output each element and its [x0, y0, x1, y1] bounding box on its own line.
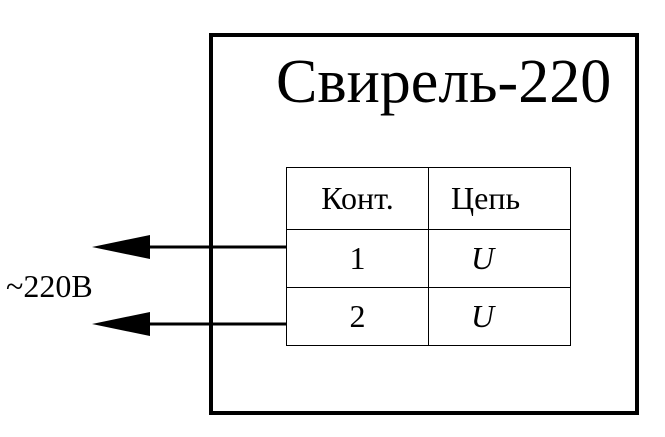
contact-number: 2 — [286, 287, 429, 346]
arrow-left-icon — [92, 312, 150, 336]
arrow-left-icon — [92, 235, 150, 259]
circuit-name: U — [428, 287, 571, 346]
supply-voltage-label: ~220В — [6, 268, 93, 304]
pin-table-row: 2 U — [286, 287, 571, 346]
pin-table: Конт. Цепь 1 U 2 U — [286, 167, 571, 346]
device-title: Свирель-220 — [276, 48, 612, 116]
pin-table-row: 1 U — [286, 229, 571, 288]
circuit-name: U — [428, 229, 571, 288]
device-box — [209, 33, 639, 415]
contact-number: 1 — [286, 229, 429, 288]
